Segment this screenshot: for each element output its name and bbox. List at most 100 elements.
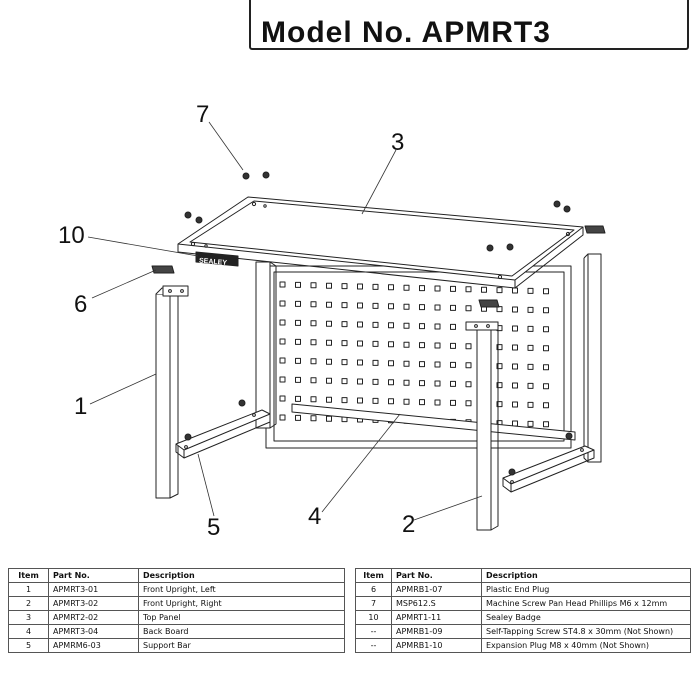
left-support-bar: [175, 409, 271, 459]
peg-hole: [496, 306, 503, 313]
peg-hole: [512, 363, 518, 370]
peg-hole: [527, 382, 534, 389]
peg-hole: [357, 340, 363, 347]
description-cell: Expansion Plug M8 x 40mm (Not Shown): [481, 638, 691, 653]
peg-hole: [341, 359, 348, 366]
front-right-upright: [465, 321, 499, 531]
sealey-badge-text: SEALEY: [199, 258, 228, 267]
peg-hole: [310, 301, 317, 308]
peg-hole: [543, 364, 549, 371]
peg-hole: [527, 287, 534, 294]
peg-hole: [279, 338, 286, 345]
peg-hole: [527, 344, 534, 351]
peg-hole: [465, 381, 472, 388]
peg-hole: [496, 363, 503, 370]
peg-hole: [434, 361, 441, 368]
peg-hole: [341, 340, 348, 347]
peg-hole: [357, 321, 363, 328]
peg-hole: [357, 302, 363, 309]
peg-hole: [372, 321, 379, 328]
peg-hole: [434, 342, 441, 349]
callout-2: 2: [402, 511, 415, 538]
peg-hole: [279, 281, 286, 288]
peg-hole: [543, 288, 549, 295]
description-cell: Sealey Badge: [481, 610, 691, 625]
peg-hole: [512, 306, 518, 313]
peg-hole: [388, 398, 394, 405]
peg-hole: [419, 380, 425, 387]
table-header-row: Item Part No. Description: [8, 568, 345, 583]
peg-hole: [403, 284, 410, 291]
peg-hole: [326, 282, 332, 289]
peg-hole: [465, 362, 472, 369]
description-cell: Support Bar: [138, 638, 345, 653]
peg-hole: [419, 285, 425, 292]
peg-hole: [434, 323, 441, 330]
peg-hole: [279, 319, 286, 326]
item-cell: 2: [8, 596, 49, 611]
peg-hole: [357, 283, 363, 290]
peg-hole: [295, 376, 301, 383]
part-no-cell: APMRM6-03: [48, 638, 139, 653]
peg-hole: [372, 283, 379, 290]
peg-hole: [295, 395, 301, 402]
peg-hole: [419, 323, 425, 330]
peg-hole: [326, 377, 332, 384]
description-cell: Self-Tapping Screw ST4.8 x 30mm (Not Sho…: [481, 624, 691, 639]
rear-left-upright: [255, 261, 277, 429]
peg-hole: [310, 377, 317, 384]
peg-hole: [496, 401, 503, 408]
peg-hole: [419, 342, 425, 349]
peg-hole: [434, 285, 441, 292]
peg-hole: [310, 339, 317, 346]
peg-hole: [403, 341, 410, 348]
description-cell: Back Board: [138, 624, 345, 639]
peg-hole: [496, 344, 503, 351]
peg-hole: [465, 286, 472, 293]
description-cell: Top Panel: [138, 610, 345, 625]
callout-leaders: [87, 121, 483, 521]
peg-hole: [310, 320, 317, 327]
column-header-item: Item: [355, 568, 392, 583]
peg-hole: [295, 357, 301, 364]
peg-hole: [279, 395, 286, 402]
top-panel: [177, 196, 584, 289]
item-cell: 4: [8, 624, 49, 639]
callout-1: 1: [74, 393, 87, 420]
callout-4: 4: [308, 503, 321, 530]
peg-hole: [450, 304, 456, 311]
peg-hole: [496, 287, 503, 294]
item-cell: 3: [8, 610, 49, 625]
peg-hole: [512, 344, 518, 351]
peg-hole: [388, 322, 394, 329]
peg-hole: [310, 282, 317, 289]
peg-hole: [326, 358, 332, 365]
peg-hole: [295, 300, 301, 307]
peg-hole: [465, 305, 472, 312]
peg-hole: [527, 325, 534, 332]
part-no-cell: APMRB1-10: [391, 638, 482, 653]
peg-hole: [372, 359, 379, 366]
part-no-cell: MSP612.S: [391, 596, 482, 611]
peg-hole: [279, 376, 286, 383]
peg-hole: [279, 357, 286, 364]
peg-hole: [388, 303, 394, 310]
item-cell: 7: [355, 596, 392, 611]
machine-screws: [184, 171, 573, 476]
item-cell: --: [355, 624, 392, 639]
peg-hole: [434, 380, 441, 387]
plastic-end-plugs: [151, 225, 606, 308]
peg-hole: [403, 322, 410, 329]
peg-hole: [295, 281, 301, 288]
peg-hole: [543, 326, 549, 333]
model-number-text: Model No. APMRT3: [261, 16, 551, 49]
peg-hole: [341, 397, 348, 404]
peg-hole: [326, 339, 332, 346]
column-header-part-no: Part No.: [391, 568, 482, 583]
peg-hole: [341, 283, 348, 290]
